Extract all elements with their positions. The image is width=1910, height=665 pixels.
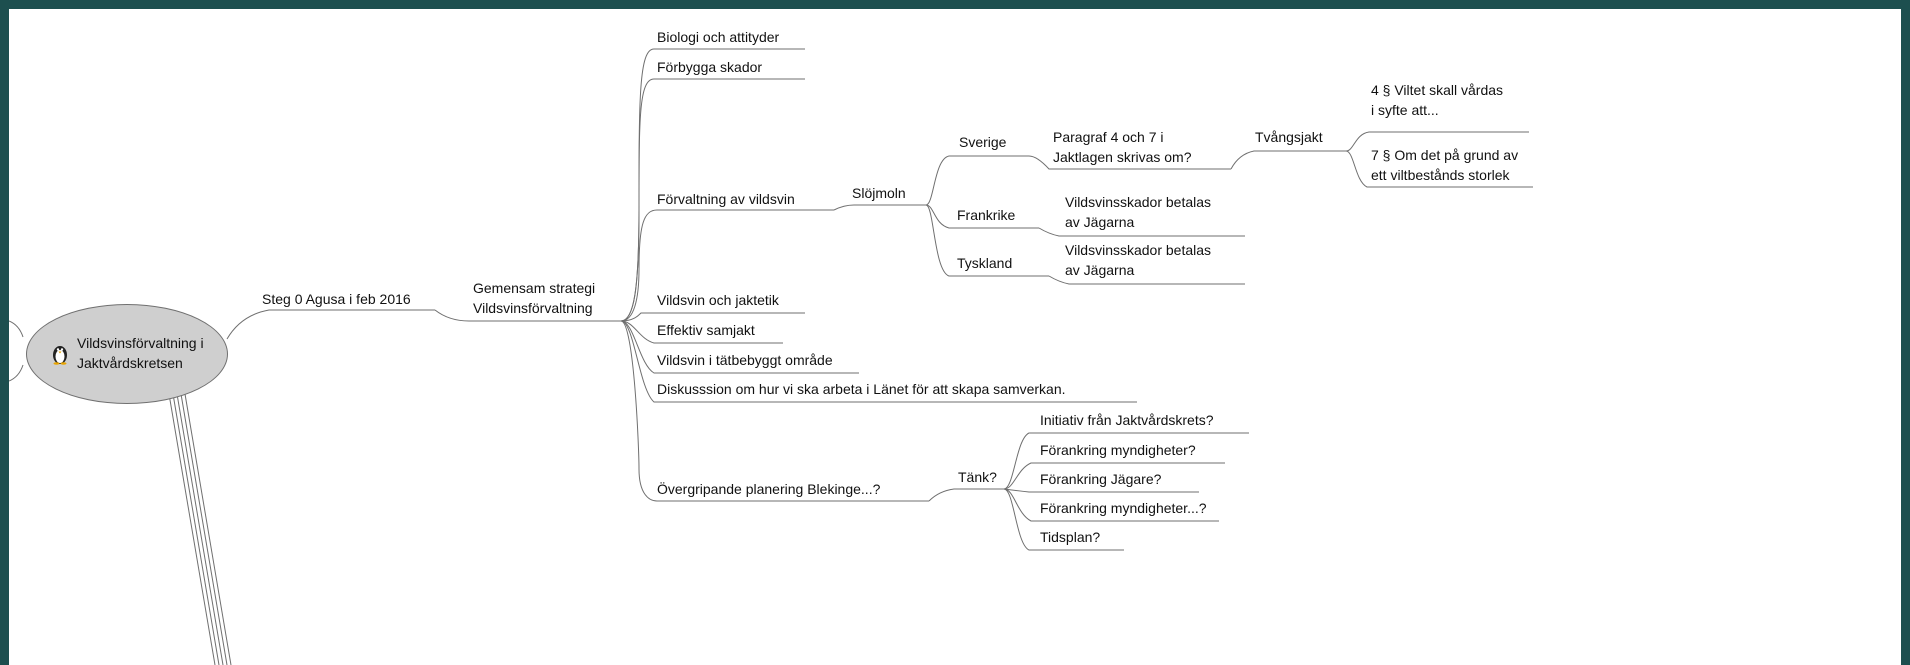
connector (172, 393, 220, 665)
connector (176, 393, 224, 665)
law-paragraph-4[interactable]: 4 § Viltet skall vårdas i syfte att... (1371, 82, 1504, 118)
tank-item-jagare[interactable]: Förankring Jägare? (1040, 471, 1162, 487)
topic-samjakt[interactable]: Effektiv samjakt (657, 322, 755, 338)
tank-item-initiativ[interactable]: Initiativ från Jaktvårdskrets? (1040, 412, 1214, 428)
topic-diskussion[interactable]: Diskusssion om hur vi ska arbeta i Länet… (657, 381, 1066, 397)
connector (620, 209, 834, 322)
connector (928, 488, 1004, 502)
connector (1003, 488, 1199, 493)
connector (620, 320, 859, 374)
connector (620, 320, 783, 344)
connector (1003, 462, 1225, 490)
connector (1028, 155, 1231, 170)
connector (620, 48, 805, 322)
topic-jaktetik[interactable]: Vildsvin och jaktetik (657, 292, 779, 308)
connector (1345, 150, 1533, 188)
connector (620, 320, 929, 502)
connector (1003, 488, 1124, 551)
topic-overgripande[interactable]: Övergripande planering Blekinge...? (657, 481, 881, 497)
topic-tatbebyggt[interactable]: Vildsvin i tätbebyggt område (657, 352, 833, 368)
connector (925, 204, 1039, 229)
root-node[interactable]: Vildsvinsförvaltning i Jaktvårdskretsen (26, 304, 228, 404)
connector (1345, 131, 1529, 152)
connector (925, 204, 1049, 277)
country-frankrike[interactable]: Frankrike (957, 207, 1016, 223)
frankrike-note[interactable]: Vildsvinsskador betalas av Jägarna (1065, 194, 1212, 230)
law-paragraph-7[interactable]: 7 § Om det på grund av ett viltbestånds … (1371, 147, 1519, 183)
connector (1230, 150, 1346, 170)
tank-item-tidsplan[interactable]: Tidsplan? (1040, 529, 1101, 545)
connector-lines (9, 48, 1533, 665)
connector (180, 393, 228, 665)
connector (1003, 488, 1219, 522)
connector (620, 320, 1137, 403)
connector (620, 312, 805, 322)
slojmoln-node[interactable]: Slöjmoln (852, 185, 906, 201)
connector (1003, 432, 1249, 490)
tyskland-note[interactable]: Vildsvinsskador betalas av Jägarna (1065, 242, 1212, 278)
tank-item-myndigheter[interactable]: Förankring myndigheter? (1040, 442, 1196, 458)
tank-node[interactable]: Tänk? (958, 469, 997, 485)
connector (9, 320, 24, 338)
connector (925, 155, 1029, 206)
connector (226, 309, 435, 340)
tank-item-myndigheter-2[interactable]: Förankring myndigheter...? (1040, 500, 1207, 516)
country-tyskland[interactable]: Tyskland (957, 255, 1013, 271)
topic-biologi[interactable]: Biologi och attityder (657, 29, 780, 45)
connector (1038, 227, 1245, 237)
topic-forbygga[interactable]: Förbygga skador (657, 59, 763, 75)
connector (168, 393, 216, 665)
country-sverige[interactable]: Sverige (959, 134, 1007, 150)
step-node[interactable]: Steg 0 Agusa i feb 2016 (262, 291, 411, 307)
root-label: Vildsvinsförvaltning i Jaktvårdskretsen (77, 335, 204, 371)
strategy-node[interactable]: Gemensam strategi Vildsvinsförvaltning (473, 280, 596, 316)
paragraf-node[interactable]: Paragraf 4 och 7 i Jaktlagen skrivas om? (1053, 129, 1192, 165)
topic-forvaltning[interactable]: Förvaltning av vildsvin (657, 191, 795, 207)
tvangsjakt-node[interactable]: Tvångsjakt (1255, 129, 1323, 145)
connector (620, 78, 805, 322)
connector (1048, 275, 1245, 285)
connector (9, 364, 24, 382)
penguin-icon (53, 346, 67, 365)
mindmap-canvas: Vildsvinsförvaltning i Jaktvårdskretsen … (9, 9, 1901, 665)
connector (434, 309, 621, 322)
connector (184, 393, 232, 665)
connector (833, 204, 926, 211)
